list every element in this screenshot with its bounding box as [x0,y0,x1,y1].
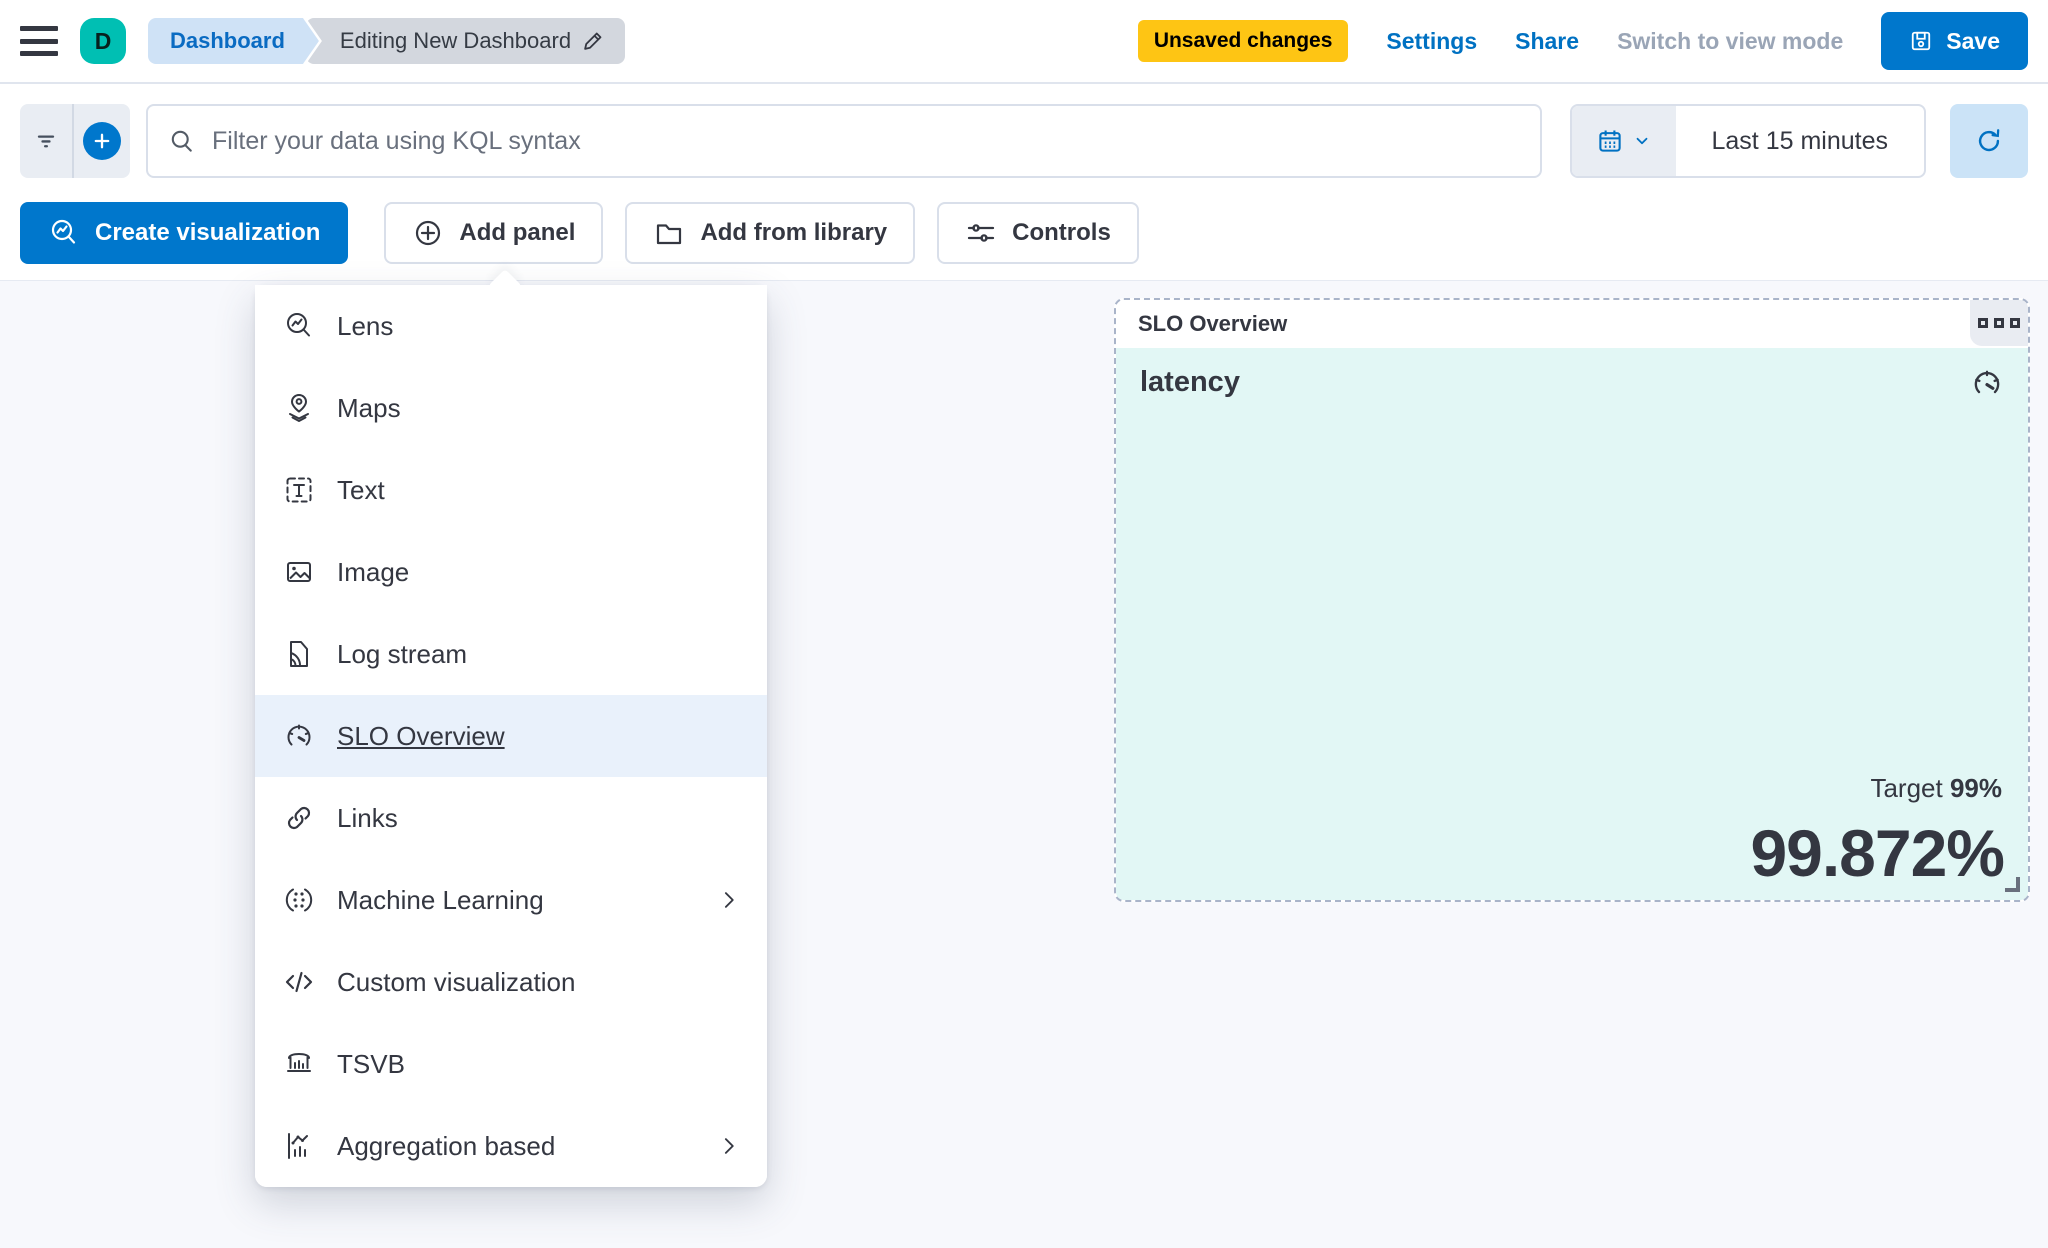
add-filter-button[interactable] [74,104,130,178]
calendar-icon [1599,130,1621,152]
add-panel-label: Add panel [459,219,576,246]
chevron-right-icon [724,892,734,908]
time-picker: Last 15 minutes [1569,104,1926,178]
tsvb-icon [287,1052,311,1072]
chevron-down-icon [1636,137,1648,145]
gauge-icon [287,724,311,746]
query-bar: Last 15 minutes [0,84,2048,178]
menu-item-custom-visualization[interactable]: Custom visualization [255,941,767,1023]
time-picker-calendar-button[interactable] [1571,106,1676,176]
folder-icon [657,224,682,245]
breadcrumb: Dashboard Editing New Dashboard [148,18,626,64]
switch-to-view-mode-link[interactable]: Switch to view mode [1617,27,1844,54]
controls-label: Controls [1012,219,1111,246]
menu-item-text[interactable]: Text [255,449,767,531]
divider [72,104,74,178]
machine-learning-icon [285,888,313,912]
header-actions: Unsaved changes Settings Share Switch to… [1137,12,2028,70]
dashboard-toolbar: Create visualization Add panel Add from … [0,178,2048,284]
share-link[interactable]: Share [1515,27,1580,54]
save-button[interactable]: Save [1881,12,2028,70]
menu-item-label: Log stream [337,638,468,669]
lens-icon [287,313,310,337]
slo-panel-body: latency Target 99% 99.872% [1116,348,2028,900]
slo-overview-panel[interactable]: SLO Overview latency Target 99% 99.872% [1114,298,2030,902]
filter-menu-button[interactable] [20,104,72,178]
controls-sliders-icon [967,224,995,242]
plus-in-circle-icon [416,220,441,246]
menu-item-label: Maps [337,392,401,423]
menu-item-links[interactable]: Links [255,777,767,859]
slo-observed-value: 99.872% [1750,816,2005,890]
lens-icon [51,219,76,244]
code-icon [285,971,313,993]
search-icon [171,130,192,152]
menu-item-label: Machine Learning [337,884,544,915]
menu-item-aggregation-based[interactable]: Aggregation based [255,1105,767,1187]
text-icon [286,477,312,503]
create-visualization-label: Create visualization [95,219,321,246]
save-icon [1909,29,1933,53]
menu-item-label: Text [337,474,385,505]
menu-item-tsvb[interactable]: TSVB [255,1023,767,1105]
app-header: D Dashboard Editing New Dashboard Unsave… [0,0,2048,84]
slo-target: Target 99% [1870,773,2002,804]
menu-item-label: Aggregation based [337,1130,556,1161]
breadcrumb-editing-label: Editing New Dashboard [339,28,572,53]
kql-search-box [146,104,1542,178]
top-chrome: D Dashboard Editing New Dashboard Unsave… [0,0,2048,284]
filter-icon [37,135,55,148]
gauge-icon [1970,366,2004,400]
refresh-button[interactable] [1950,104,2028,178]
kql-search-input[interactable] [212,126,1520,156]
menu-item-label: TSVB [337,1048,405,1079]
breadcrumb-editing-dashboard[interactable]: Editing New Dashboard [305,18,626,64]
panel-title: SLO Overview [1138,311,1288,336]
menu-item-image[interactable]: Image [255,531,767,613]
menu-item-log-stream[interactable]: Log stream [255,613,767,695]
panel-options-button[interactable] [1970,300,2028,346]
save-button-label: Save [1946,27,2000,54]
slo-target-label: Target [1870,773,1943,803]
menu-item-machine-learning[interactable]: Machine Learning [255,859,767,941]
panel-resize-handle[interactable] [2005,877,2020,892]
slo-name: latency [1140,366,1240,398]
unsaved-changes-badge: Unsaved changes [1137,20,1349,62]
settings-link[interactable]: Settings [1386,27,1478,54]
menu-item-label: Image [337,556,410,587]
space-avatar[interactable]: D [80,18,126,64]
log-stream-icon [290,641,308,667]
time-range-value[interactable]: Last 15 minutes [1711,126,1889,155]
slo-target-value: 99% [1949,773,2002,803]
plus-circle-icon [83,122,121,160]
menu-hamburger-icon[interactable] [20,26,58,56]
menu-item-label: Links [337,802,398,833]
menu-item-label: SLO Overview [337,720,505,751]
image-icon [287,562,311,582]
add-from-library-button[interactable]: Add from library [625,202,916,264]
menu-item-label: Custom visualization [337,966,576,997]
filter-button-group [20,104,130,178]
chevron-right-icon [724,1138,734,1154]
aggregation-icon [288,1133,308,1159]
menu-item-slo-overview[interactable]: SLO Overview [255,695,767,777]
boxes-horizontal-icon [1978,318,1988,328]
add-panel-menu: Lens Maps Text Image Log stream [255,269,767,1187]
menu-item-lens[interactable]: Lens [255,285,767,367]
breadcrumb-dashboard[interactable]: Dashboard [148,18,319,64]
menu-item-label: Lens [337,310,394,341]
refresh-icon [1978,129,2000,152]
add-panel-button[interactable]: Add panel [384,202,604,264]
pencil-icon[interactable] [581,29,605,53]
create-visualization-button[interactable]: Create visualization [20,202,349,264]
add-from-library-label: Add from library [700,219,888,246]
link-icon [287,806,311,830]
panel-header: SLO Overview [1116,300,2028,348]
maps-icon [289,394,309,422]
controls-button[interactable]: Controls [937,202,1139,264]
menu-item-maps[interactable]: Maps [255,367,767,449]
